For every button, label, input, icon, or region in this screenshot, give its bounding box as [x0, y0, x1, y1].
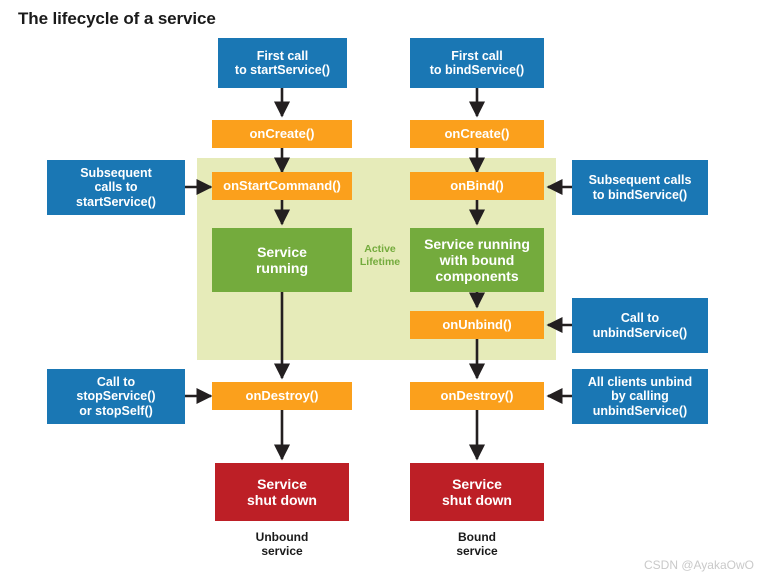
- box-oncreate-bound[interactable]: onCreate(): [410, 120, 544, 148]
- box-subsequent-calls-start-service[interactable]: Subsequent calls to startService(): [47, 160, 185, 215]
- box-first-call-start-service[interactable]: First call to startService(): [218, 38, 347, 88]
- box-ondestroy-unbound[interactable]: onDestroy(): [212, 382, 352, 410]
- watermark: CSDN @AyakaOwO: [644, 558, 754, 572]
- box-onbind[interactable]: onBind(): [410, 172, 544, 200]
- box-service-shut-down-unbound[interactable]: Service shut down: [215, 463, 349, 521]
- box-oncreate-unbound[interactable]: onCreate(): [212, 120, 352, 148]
- box-ondestroy-bound[interactable]: onDestroy(): [410, 382, 544, 410]
- box-service-shut-down-bound[interactable]: Service shut down: [410, 463, 544, 521]
- box-first-call-bind-service[interactable]: First call to bindService(): [410, 38, 544, 88]
- box-onunbind[interactable]: onUnbind(): [410, 311, 544, 339]
- box-onstartcommand[interactable]: onStartCommand(): [212, 172, 352, 200]
- active-lifetime-label: Active Lifetime: [359, 243, 401, 268]
- column-label-unbound-service: Unbound service: [255, 530, 309, 559]
- box-service-running-with-bound-components[interactable]: Service running with bound components: [410, 228, 544, 292]
- column-label-bound-service: Bound service: [456, 530, 498, 559]
- box-all-clients-unbind[interactable]: All clients unbind by calling unbindServ…: [572, 369, 708, 424]
- page-title: The lifecycle of a service: [18, 9, 216, 28]
- box-call-to-stopservice[interactable]: Call to stopService() or stopSelf(): [47, 369, 185, 424]
- box-service-running[interactable]: Service running: [212, 228, 352, 292]
- box-call-to-unbindservice[interactable]: Call to unbindService(): [572, 298, 708, 353]
- box-subsequent-calls-bind-service[interactable]: Subsequent calls to bindService(): [572, 160, 708, 215]
